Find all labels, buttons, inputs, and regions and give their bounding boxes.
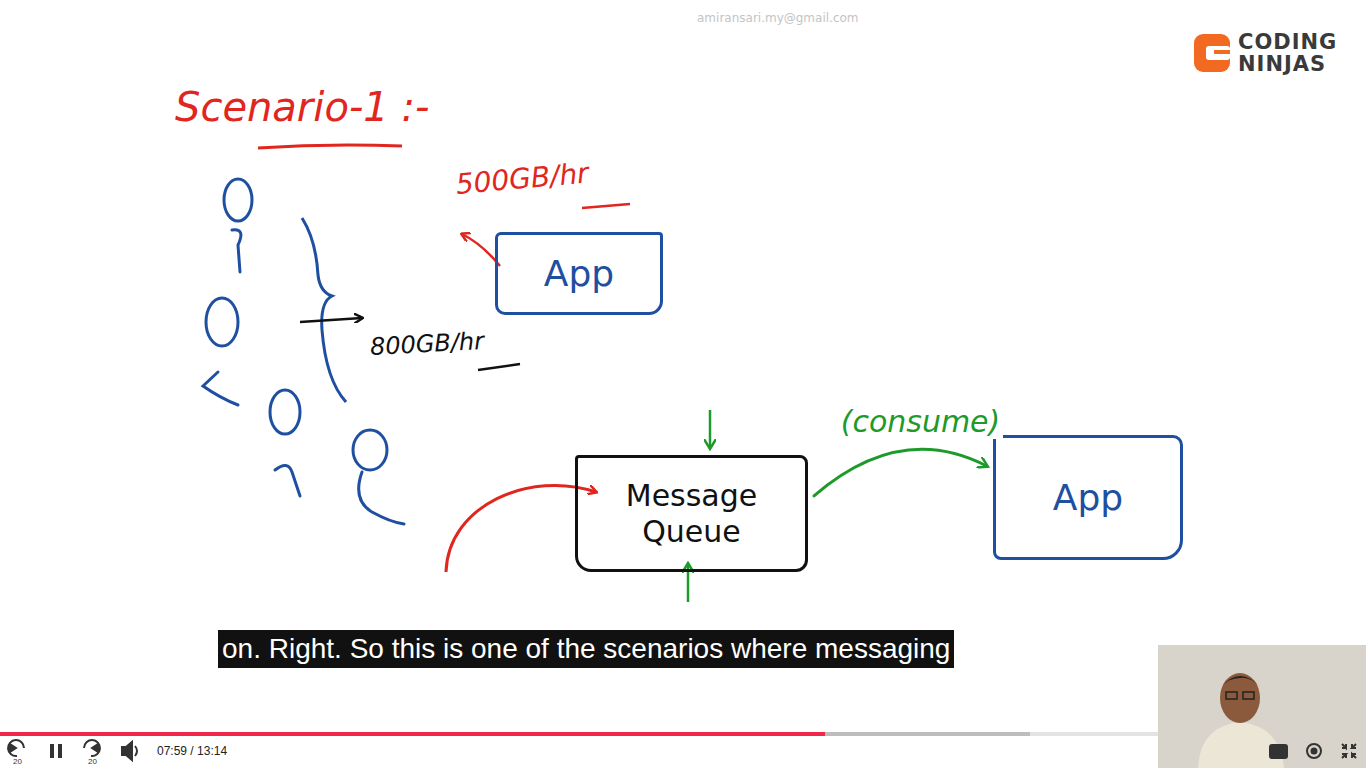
rate-label: 800GB/hr [369,327,484,362]
player-controls [8,740,137,760]
title-underline [258,145,402,148]
node-label: Message Queue [604,478,779,550]
node-label: App [1053,476,1123,519]
app-box: App [495,232,663,315]
node-label: App [544,252,614,295]
queue-box: Message Queue [575,455,808,572]
group-bracket [302,218,346,402]
rate-label: 500GB/hr [455,156,590,201]
title-text: Scenario-1 :- [175,84,429,130]
rate-underline [478,364,520,370]
node-text-group: App [1053,476,1123,519]
logo-text: CODING [1238,30,1337,55]
skip-seconds: 20 [13,757,22,767]
node-text-group: Message Queue [604,478,779,550]
subtitle-text: on. Right. So this is one of the scenari… [218,630,954,668]
consume-arrow [814,449,987,496]
queue-in-arrow [709,410,712,448]
time-display: 07:59 / 13:14 [157,744,227,758]
node-text-group: App [544,252,614,295]
watermark-email: amiransari.my@gmail.com [697,11,859,25]
app-box: App [993,435,1183,560]
rate-underline [582,204,630,208]
logo-icon [1194,34,1230,72]
webcam-feed [1158,645,1366,768]
skip-seconds: 20 [88,757,97,767]
edge-label: (consume) [838,404,1004,439]
progress-buffer [0,732,1030,736]
player-controls-right [1270,744,1356,758]
rate-arrow [300,318,362,322]
logo-text: NINJAS [1238,52,1326,77]
produce-arrow [446,485,596,572]
progress-played [0,732,825,736]
